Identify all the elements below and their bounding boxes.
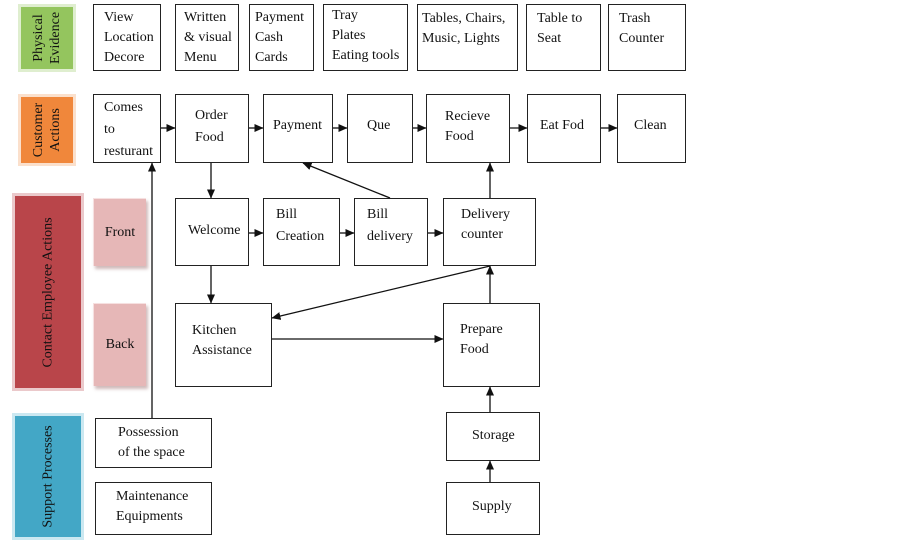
step-bill-delivery: Bill delivery	[354, 198, 428, 266]
support-maintenance: Maintenance Equipments	[95, 482, 212, 535]
arrow-delivery-counter-to-kitchen	[271, 265, 491, 320]
step-bill-delivery-text: Bill delivery	[367, 207, 413, 244]
evidence-view-location: View Location Decore	[93, 4, 161, 71]
step-eat-food-text: Eat Fod	[540, 118, 584, 133]
support-maintenance-text: Maintenance Equipments	[116, 489, 189, 524]
support-possession-text: Possession of the space	[118, 425, 185, 460]
step-order-food: Order Food	[175, 94, 249, 163]
step-prepare-food: Prepare Food	[443, 303, 540, 387]
step-comes-to-restaurant-text: Comes to resturant	[104, 100, 153, 159]
step-delivery-counter-text: Delivery counter	[461, 207, 510, 242]
evidence-tray: Tray Plates Eating tools	[323, 4, 408, 71]
evidence-table-to-seat-text: Table to Seat	[537, 11, 583, 46]
support-storage-text: Storage	[472, 428, 515, 443]
step-receive-food-text: Recieve Food	[445, 109, 491, 144]
lane-contact-employee-actions: Contact Employee Actions	[12, 193, 84, 391]
arrow-bill-delivery-to-payment	[302, 162, 391, 199]
evidence-table-to-seat: Table to Seat	[526, 4, 601, 71]
step-prepare-food-text: Prepare Food	[460, 322, 503, 357]
back-tab: Back	[93, 303, 146, 386]
evidence-tray-text: Tray Plates Eating tools	[332, 8, 400, 63]
support-supply-text: Supply	[472, 499, 512, 514]
lane-physical-evidence: Physical Evidence	[18, 4, 76, 72]
evidence-furniture-text: Tables, Chairs, Music, Lights	[422, 11, 506, 46]
step-delivery-counter: Delivery counter	[443, 198, 536, 266]
lane-support-processes: Support Processes	[12, 413, 84, 540]
back-tab-label: Back	[105, 337, 135, 352]
evidence-furniture: Tables, Chairs, Music, Lights	[417, 4, 518, 71]
evidence-payment: Payment Cash Cards	[249, 4, 314, 71]
step-receive-food: Recieve Food	[426, 94, 510, 163]
front-tab: Front	[93, 198, 146, 266]
support-storage: Storage	[446, 412, 540, 461]
step-kitchen-assistance-text: Kitchen Assistance	[192, 323, 252, 358]
step-que-text: Que	[367, 118, 391, 133]
support-supply: Supply	[446, 482, 540, 535]
step-clean: Clean	[617, 94, 686, 163]
evidence-payment-text: Payment Cash Cards	[255, 10, 304, 65]
step-que: Que	[347, 94, 413, 163]
step-bill-creation-text: Bill Creation	[276, 207, 325, 244]
lane-customer-actions: Customer Actions	[18, 94, 76, 166]
evidence-menu: Written & visual Menu	[175, 4, 239, 71]
step-welcome: Welcome	[175, 198, 249, 266]
step-bill-creation: Bill Creation	[263, 198, 340, 266]
step-eat-food: Eat Fod	[527, 94, 601, 163]
step-payment-text: Payment	[273, 118, 322, 133]
evidence-trash-counter: Trash Counter	[608, 4, 686, 71]
step-clean-text: Clean	[634, 118, 667, 133]
evidence-menu-text: Written & visual Menu	[184, 10, 232, 65]
evidence-view-location-text: View Location Decore	[104, 10, 154, 65]
evidence-trash-counter-text: Trash Counter	[619, 11, 665, 46]
front-tab-label: Front	[104, 224, 136, 240]
step-payment: Payment	[263, 94, 333, 163]
step-kitchen-assistance: Kitchen Assistance	[175, 303, 272, 387]
step-comes-to-restaurant: Comes to resturant	[93, 94, 161, 163]
support-possession: Possession of the space	[95, 418, 212, 468]
step-welcome-text: Welcome	[188, 223, 241, 238]
step-order-food-text: Order Food	[195, 108, 228, 145]
